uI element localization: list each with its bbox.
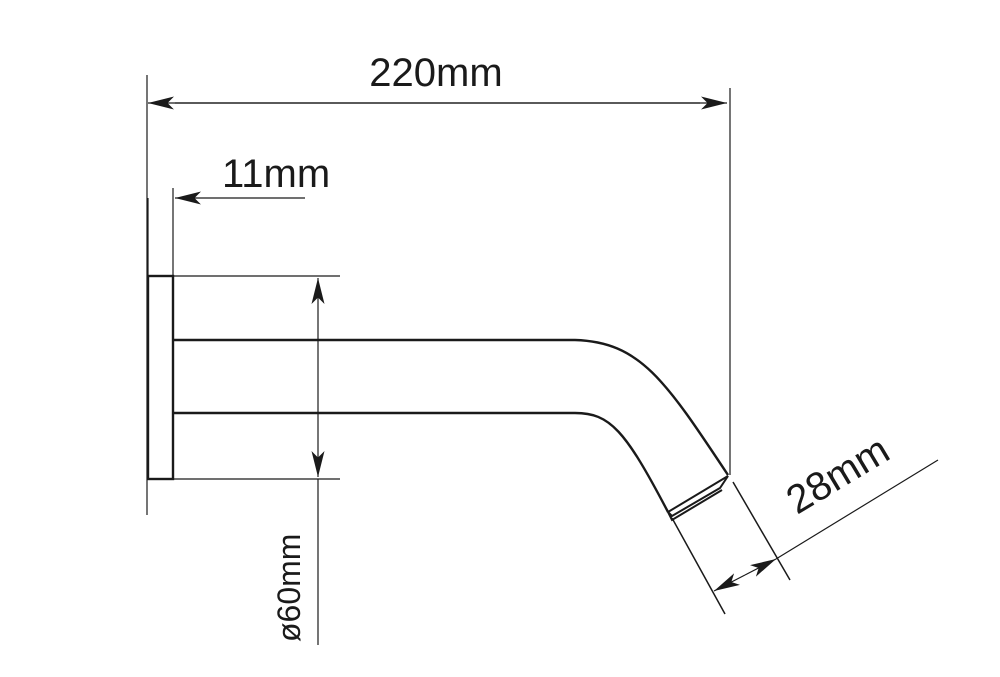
label-outlet-diameter: 28mm xyxy=(779,428,897,523)
pipe-bottom-edge xyxy=(173,411,670,513)
flange xyxy=(146,274,175,481)
dimension-line-28 xyxy=(744,558,777,577)
label-flange-diameter: ø60mm xyxy=(271,534,307,642)
aerator xyxy=(666,475,729,522)
label-overall-length: 220mm xyxy=(369,51,502,95)
pipe-top-edge xyxy=(173,338,730,476)
label-flange-thickness: 11mm xyxy=(222,152,330,196)
